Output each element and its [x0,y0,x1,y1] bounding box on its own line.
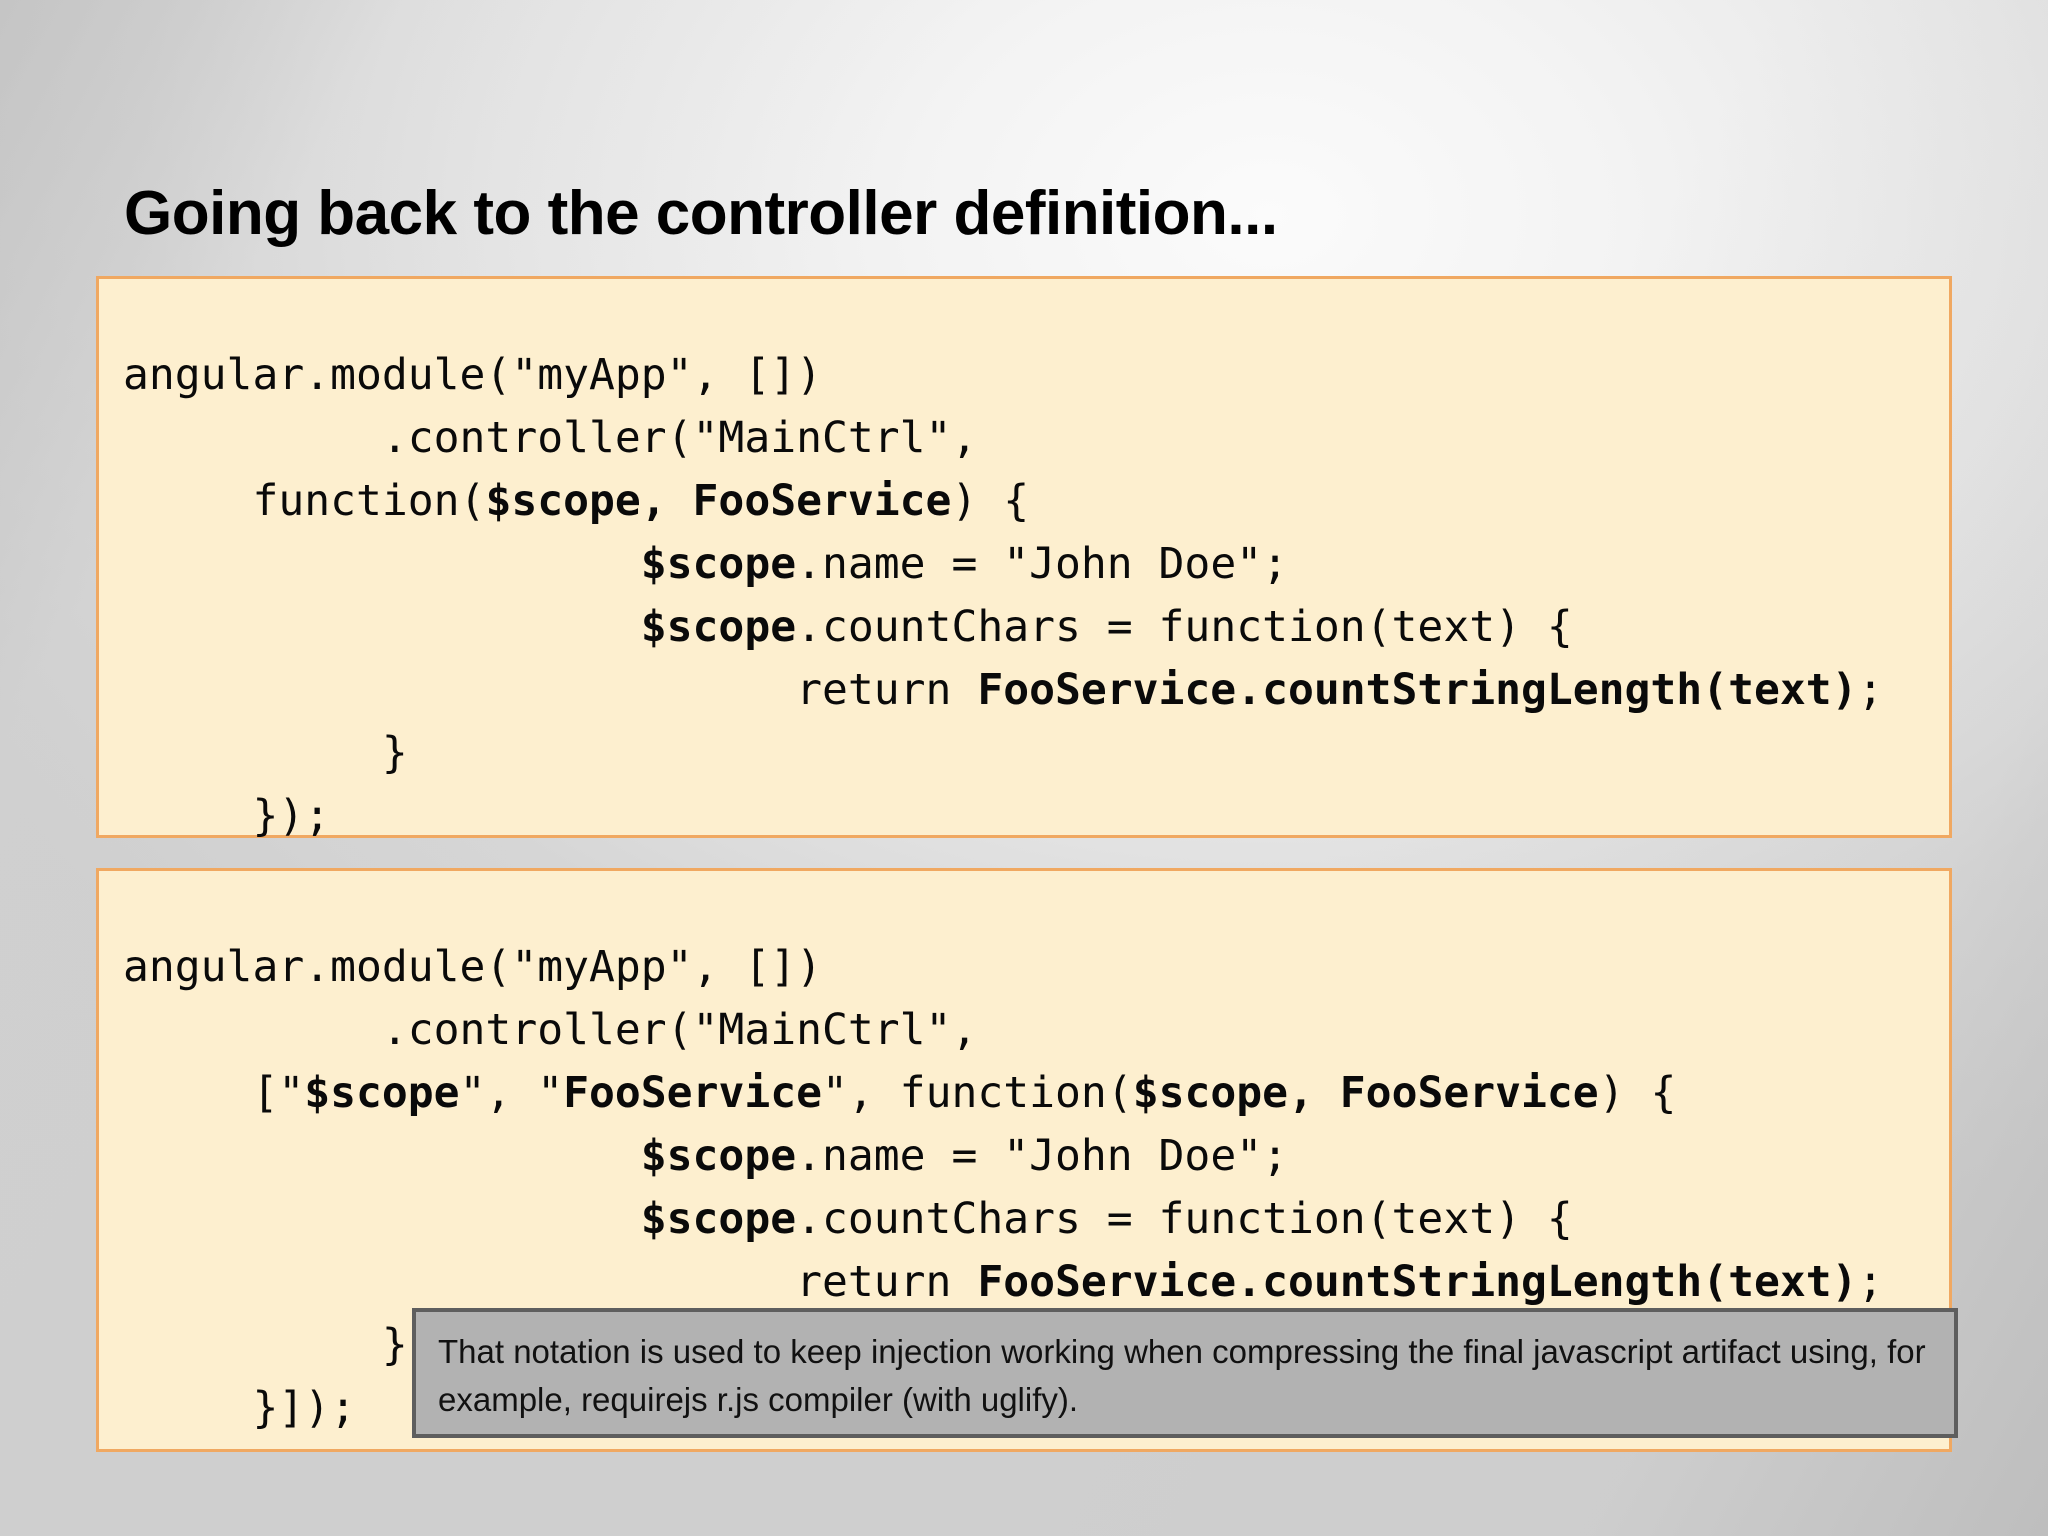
code-block-original: angular.module("myApp", []) .controller(… [96,276,1952,841]
callout-note-text: That notation is used to keep injection … [438,1333,1926,1418]
page-title: Going back to the controller definition.… [124,178,1278,248]
code-text-annotated: angular.module("myApp", []) .controller(… [123,942,1884,1433]
code-text-original: angular.module("myApp", []) .controller(… [123,350,1884,841]
callout-note: That notation is used to keep injection … [412,1308,1958,1438]
